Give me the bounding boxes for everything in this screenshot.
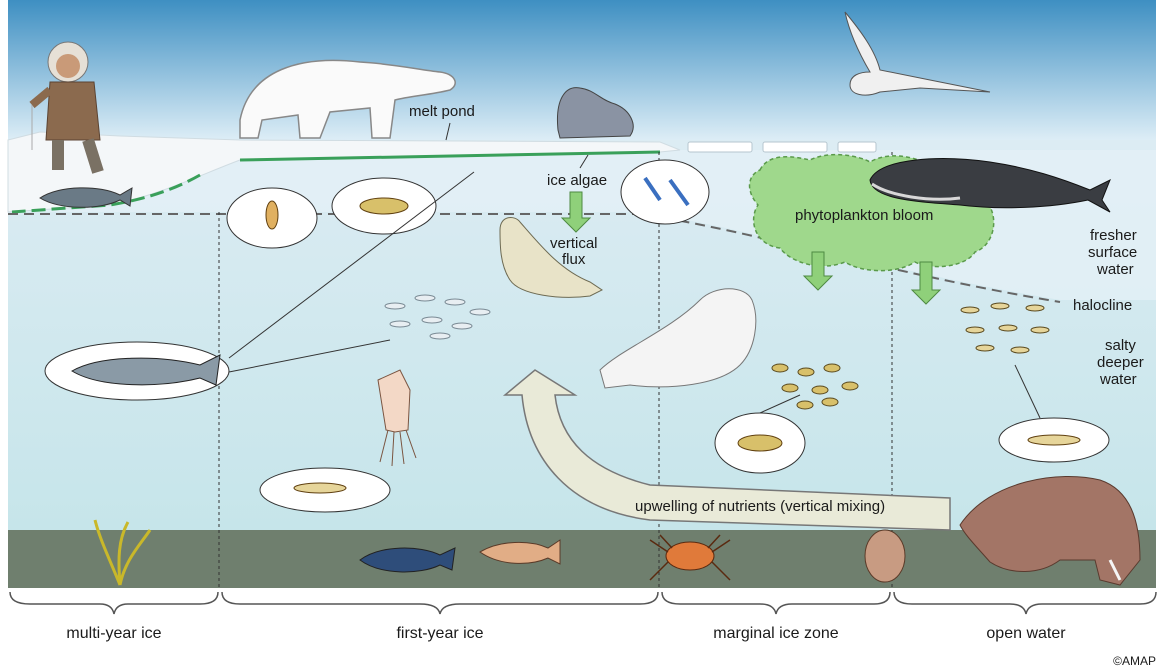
copepod [266, 201, 278, 229]
krill [1028, 435, 1080, 445]
fresher-surface-water-label: surface [1088, 244, 1137, 261]
vertical-flux-label: flux [562, 251, 586, 268]
zone-bracket [894, 592, 1156, 614]
clam [865, 530, 905, 582]
zone-bracket [10, 592, 218, 614]
zone-label-open-water: open water [986, 625, 1066, 642]
ice-floe [688, 142, 752, 152]
credit-label: ©AMAP [1113, 654, 1156, 668]
salty-deeper-water-label: deeper [1097, 354, 1144, 371]
ice-floe [763, 142, 827, 152]
melt-pond-label: melt pond [409, 103, 475, 120]
ice-algae-label: ice algae [547, 172, 607, 189]
halocline-label: halocline [1073, 297, 1132, 314]
fresher-surface-water-label: fresher [1090, 227, 1137, 244]
zone-label-marginal-ice-zone: marginal ice zone [713, 625, 839, 642]
upwelling-label: upwelling of nutrients (vertical mixing) [635, 498, 885, 515]
ice-floe [838, 142, 876, 152]
salty-deeper-water-label: water [1099, 371, 1137, 388]
amphipod [738, 435, 782, 451]
phytoplankton-bloom-label: phytoplankton bloom [795, 207, 933, 224]
inset-amphipod-under-ice [621, 160, 709, 224]
zone-bracket [662, 592, 890, 614]
salty-deeper-water-label: salty [1105, 337, 1136, 354]
amphipod [360, 198, 408, 214]
zone-bracket [222, 592, 658, 614]
vertical-flux-label: vertical [550, 235, 598, 252]
zone-label-multi-year-ice: multi-year ice [66, 625, 161, 642]
krill [294, 483, 346, 493]
zone-label-first-year-ice: first-year ice [396, 625, 483, 642]
fresher-surface-water-label: water [1096, 261, 1134, 278]
